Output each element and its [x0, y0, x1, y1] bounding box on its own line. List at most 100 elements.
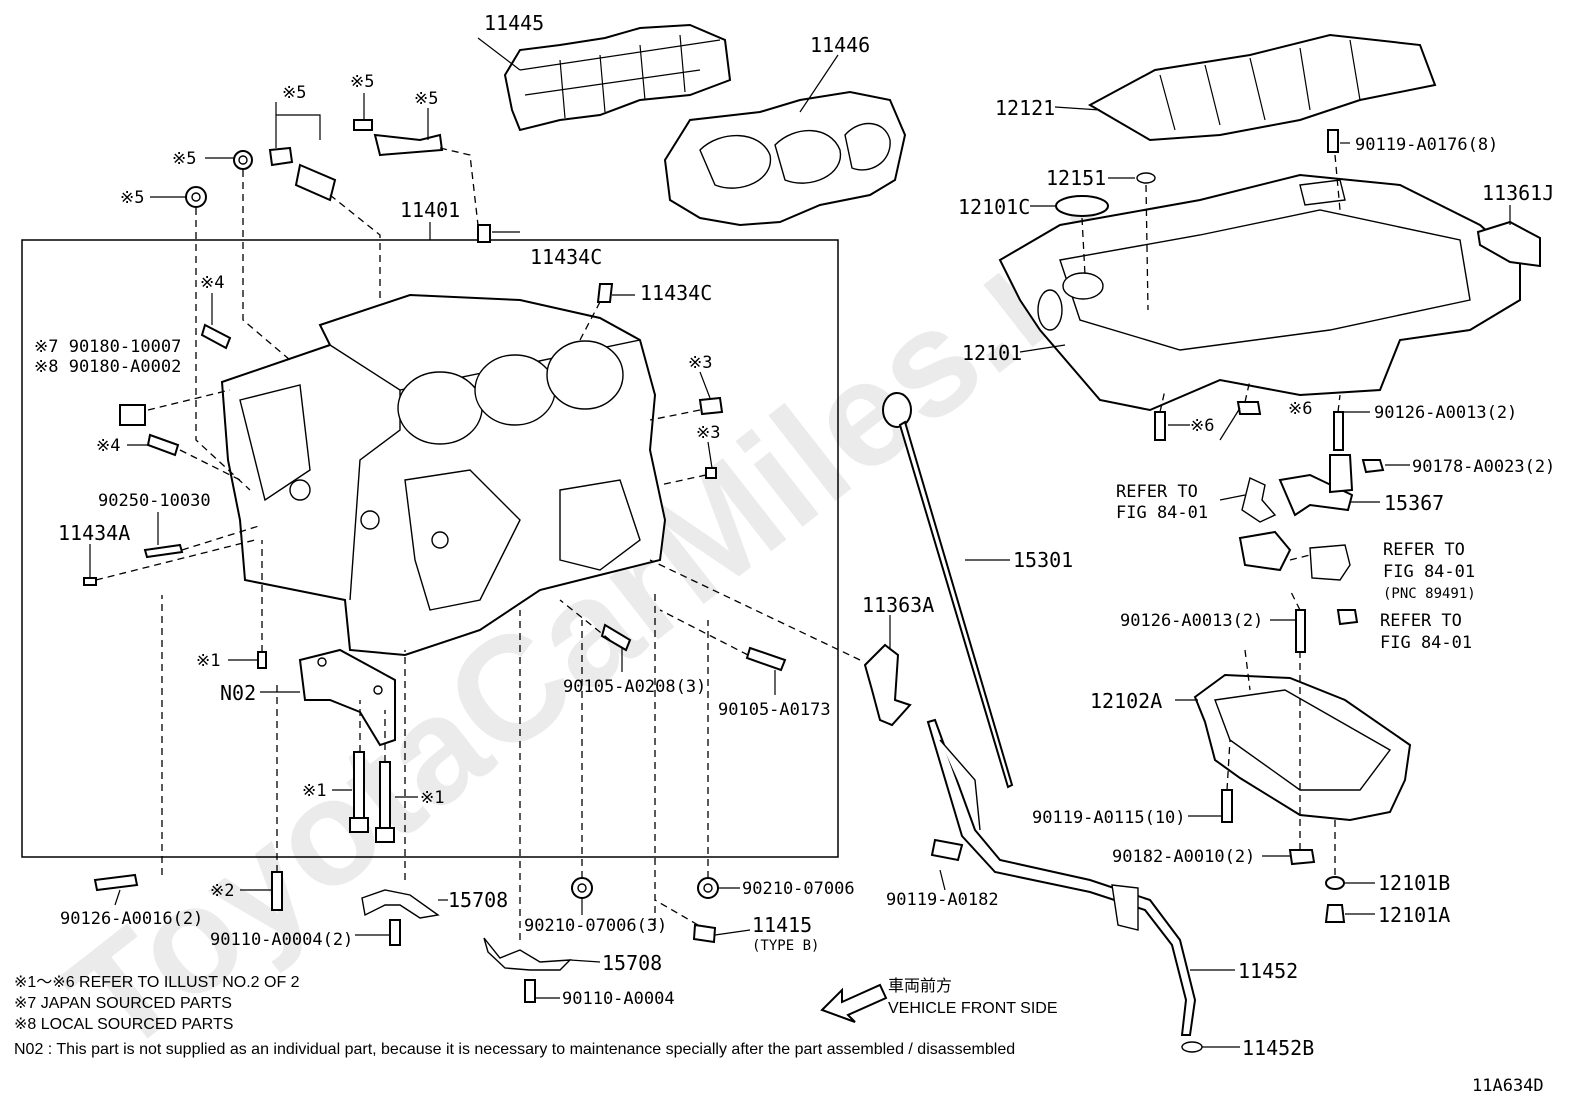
nut-upper[interactable] [1361, 459, 1385, 474]
label-90182-A0010: 90182-A0010(2) [1112, 847, 1255, 867]
leader-lines [89, 37, 1511, 1048]
label-m5-c: ※5 [414, 89, 438, 109]
oring-12151[interactable] [1136, 172, 1156, 184]
stud-upper[interactable] [1333, 411, 1344, 451]
label-ref2-b: FIG 84-01 [1383, 562, 1475, 582]
nut-6b[interactable] [1236, 401, 1262, 415]
label-90119-A0115: 90119-A0115(10) [1032, 808, 1186, 828]
label-m1-a: ※1 [196, 651, 220, 671]
label-90105-A0208: 90105-A0208(3) [563, 677, 706, 697]
label-12101: 12101 [962, 341, 1022, 365]
direction-jp: 車両前方 [888, 977, 952, 995]
label-90126-A0016: 90126-A0016(2) [60, 909, 203, 929]
label-m4-a: ※4 [200, 273, 224, 293]
label-m8: ※8 90180-A0002 [34, 357, 181, 377]
label-11415-type: (TYPE B) [752, 938, 819, 954]
label-90210-07006-3: 90210-07006(3) [524, 916, 667, 936]
label-m1-c: ※1 [420, 788, 444, 808]
label-90110-A0004: 90110-A0004 [562, 989, 675, 1009]
label-90178-A0023: 90178-A0023(2) [1412, 457, 1555, 477]
label-ref1-a: REFER TO [1116, 482, 1198, 502]
label-12101B: 12101B [1378, 871, 1450, 895]
label-12121: 12121 [995, 96, 1055, 120]
oring-11452B[interactable] [1181, 1041, 1203, 1053]
label-m3-b: ※3 [696, 423, 720, 443]
label-15367: 15367 [1384, 491, 1444, 515]
oil-strainer-15367[interactable] [1241, 454, 1354, 523]
bracket-15708[interactable] [361, 889, 572, 971]
label-m7: ※7 90180-10007 [34, 337, 181, 357]
label-11452: 11452 [1238, 959, 1298, 983]
label-11415: 11415 [752, 913, 812, 937]
label-90126-A0013-mid: 90126-A0013(2) [1120, 611, 1263, 631]
label-11445: 11445 [484, 11, 544, 35]
nut-ref[interactable] [1336, 609, 1359, 626]
label-ref3-b: FIG 84-01 [1380, 633, 1472, 653]
legend-line-2: ※7 JAPAN SOURCED PARTS [14, 995, 232, 1012]
label-ref2-c: (PNC 89491) [1383, 586, 1476, 602]
label-15708-b: 15708 [602, 951, 662, 975]
label-11361J: 11361J [1482, 181, 1554, 205]
legend-line-3: ※8 LOCAL SOURCED PARTS [14, 1016, 233, 1033]
stud-mid[interactable] [1295, 609, 1306, 653]
label-90110-A0004-2: 90110-A0004(2) [210, 930, 353, 950]
label-11446: 11446 [810, 33, 870, 57]
bolt-6a[interactable] [1154, 411, 1166, 441]
oil-level-sensor[interactable] [1238, 530, 1351, 581]
label-11434A: 11434A [58, 521, 130, 545]
cover-11445[interactable] [503, 23, 732, 132]
direction-en: VEHICLE FRONT SIDE [888, 1000, 1058, 1017]
label-90126-A0013-top: 90126-A0013(2) [1374, 403, 1517, 423]
assembly-dash-lines [95, 147, 1341, 940]
bolt-90119-A0176[interactable] [1327, 129, 1339, 153]
label-12151: 12151 [1046, 166, 1106, 190]
oil-pan-upper-12101[interactable] [998, 173, 1521, 412]
cylinder-block-11401[interactable] [220, 293, 667, 657]
label-90250-10030: 90250-10030 [98, 491, 211, 511]
bolt-90119-A0115[interactable] [1221, 789, 1233, 823]
label-11452B: 11452B [1242, 1036, 1314, 1060]
cover-11446[interactable] [663, 90, 907, 227]
label-m5-b: ※5 [350, 72, 374, 92]
labels: 11445 11446 12121 90119-A0176(8) 12151 1… [34, 11, 1555, 1060]
gasket-12101B[interactable] [1325, 876, 1345, 890]
baffle-plate-12121[interactable] [1087, 33, 1437, 142]
oring-12101C[interactable] [1055, 195, 1109, 217]
label-m2: ※2 [210, 881, 234, 901]
label-m5-e: ※5 [120, 188, 144, 208]
legend-line-4: N02 : This part is not supplied as an in… [14, 1041, 1015, 1058]
label-15708-a: 15708 [448, 888, 508, 912]
bearing-cap-N02[interactable] [298, 648, 396, 747]
label-90119-A0182: 90119-A0182 [886, 890, 999, 910]
label-m5-a: ※5 [282, 83, 306, 103]
label-11363A: 11363A [862, 593, 934, 617]
label-15301: 15301 [1013, 548, 1073, 572]
label-12102A: 12102A [1090, 689, 1162, 713]
legend-line-1: ※1～※6 REFER TO ILLUST NO.2 OF 2 [14, 974, 300, 991]
label-90210-07006: 90210-07006 [742, 879, 855, 899]
dipstick-guide-11452[interactable] [926, 718, 1197, 1036]
dipstick-15301[interactable] [882, 392, 1014, 789]
label-ref1-b: FIG 84-01 [1116, 503, 1208, 523]
label-m4-b: ※4 [96, 436, 120, 456]
label-m3-a: ※3 [688, 353, 712, 373]
label-12101A: 12101A [1378, 903, 1450, 927]
diagram-code: 11A634D [1472, 1076, 1544, 1096]
label-11434C-2: 11434C [640, 281, 712, 305]
bolt-group[interactable] [83, 119, 964, 1003]
label-m6-b: ※6 [1288, 399, 1312, 419]
label-11434C-1: 11434C [530, 245, 602, 269]
vehicle-front-arrow [820, 983, 888, 1023]
label-m6-a: ※6 [1190, 416, 1214, 436]
label-90119-A0176: 90119-A0176(8) [1355, 135, 1498, 155]
label-11401: 11401 [400, 198, 460, 222]
nut-90182-A0010[interactable] [1288, 849, 1316, 866]
label-ref2-a: REFER TO [1383, 540, 1465, 560]
label-12101C: 12101C [958, 195, 1030, 219]
label-m1-b: ※1 [302, 781, 326, 801]
label-90105-A0173: 90105-A0173 [718, 700, 831, 720]
oil-baffle-11363A[interactable] [863, 643, 912, 727]
label-N02: N02 [220, 681, 256, 705]
plug-12101A[interactable] [1324, 904, 1346, 923]
label-ref3-a: REFER TO [1380, 611, 1462, 631]
